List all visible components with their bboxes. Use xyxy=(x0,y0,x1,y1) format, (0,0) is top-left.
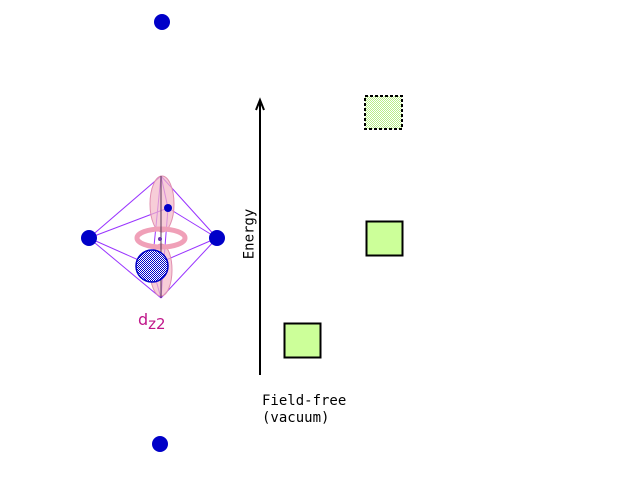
energy-axis-label: Energy xyxy=(241,208,258,260)
ligand-front xyxy=(135,249,169,283)
orbital-label: dz2 xyxy=(138,310,166,333)
caption-line2: (vacuum) xyxy=(262,410,330,426)
ligand-right xyxy=(209,230,225,246)
energy-axis xyxy=(255,97,265,375)
ligand-back xyxy=(164,204,172,212)
ligand-left xyxy=(81,230,97,246)
caption-line1: Field-free xyxy=(262,393,347,409)
ligand-top xyxy=(154,14,170,30)
level-upper-dashed xyxy=(364,95,403,130)
orbital-label-sub: z xyxy=(148,315,157,334)
level-upper xyxy=(365,220,404,257)
orbital-label-exp: 2 xyxy=(156,315,166,334)
ligand-bottom xyxy=(152,436,168,452)
metal-center xyxy=(158,237,162,241)
level-field-free xyxy=(283,322,322,359)
orbital-label-main: d xyxy=(138,310,149,329)
